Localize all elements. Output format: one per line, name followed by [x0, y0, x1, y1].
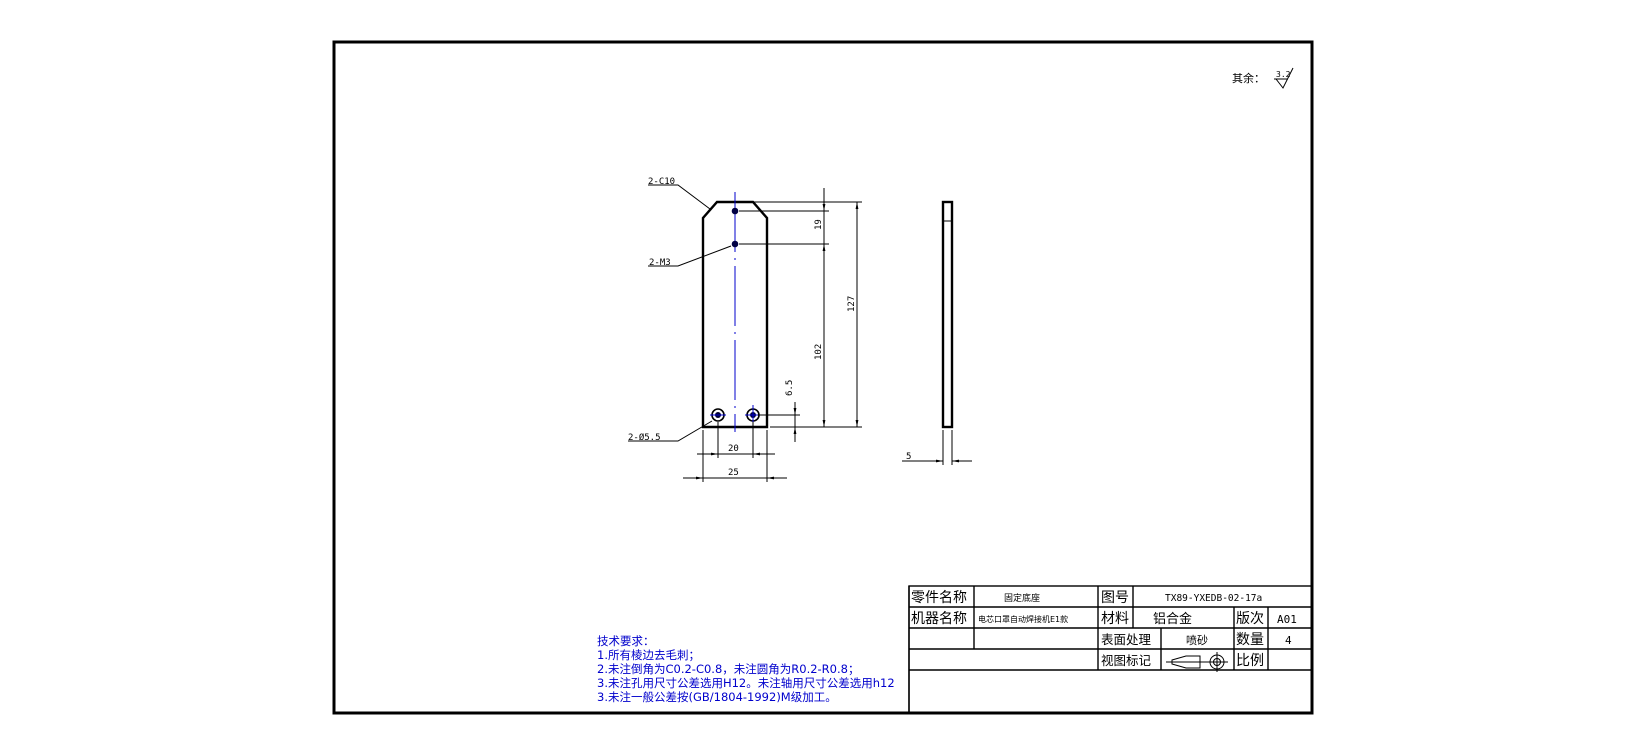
- part-name: 固定底座: [1004, 592, 1040, 604]
- roughness-label: 其余：: [1232, 71, 1265, 85]
- dim-19: 19: [814, 219, 824, 230]
- sheet-border: [332, 40, 1314, 715]
- label-chamfer: 2-C10: [648, 177, 675, 187]
- dim-5: 5: [906, 452, 911, 462]
- notes-title: 技术要求：: [597, 634, 655, 648]
- version-label: 版次: [1236, 611, 1264, 627]
- machine-name: 电芯口罩自动焊接机E1款: [978, 614, 1068, 624]
- roughness-note: 其余： 3.2: [1232, 67, 1294, 89]
- roughness-value: 3.2: [1276, 70, 1291, 79]
- dim-102: 102: [814, 344, 824, 360]
- surface-label: 表面处理: [1101, 632, 1152, 647]
- projection-symbol-icon: [1166, 652, 1228, 672]
- title-block: 零件名称 固定底座 图号 TX89-YXEDB-02-17a 机器名称 电芯口罩…: [908, 585, 1313, 714]
- dim-6-5: 6.5: [785, 380, 795, 396]
- note-item: 1.所有棱边去毛刺；: [597, 648, 700, 662]
- note-item: 3.未注孔用尺寸公差选用H12。未注轴用尺寸公差选用h12: [597, 676, 895, 690]
- machine-name-label: 机器名称: [911, 611, 967, 627]
- part-name-label: 零件名称: [911, 590, 967, 606]
- dim-127: 127: [847, 296, 857, 312]
- surface: 喷砂: [1186, 634, 1208, 647]
- note-item: 2.未注倒角为C0.2-C0.8，未注圆角为R0.2-R0.8；: [597, 662, 859, 676]
- side-view: 5: [902, 200, 972, 465]
- scale-label: 比例: [1236, 653, 1264, 669]
- dim-25: 25: [728, 468, 739, 478]
- technical-notes: 技术要求： 1.所有棱边去毛刺； 2.未注倒角为C0.2-C0.8，未注圆角为R…: [597, 634, 895, 704]
- material: 铝合金: [1153, 611, 1192, 627]
- view-label: 视图标记: [1101, 653, 1152, 668]
- roughness-symbol-icon: [1275, 67, 1294, 89]
- label-tapped-hole: 2-M3: [649, 258, 671, 268]
- note-item: 3.未注一般公差按(GB/1804-1992)M级加工。: [597, 690, 837, 704]
- side-outline: [941, 200, 954, 429]
- quantity-label: 数量: [1236, 632, 1264, 648]
- material-label: 材料: [1101, 611, 1129, 627]
- drawing-no: TX89-YXEDB-02-17a: [1165, 593, 1262, 604]
- label-through-hole: 2-Ø5.5: [628, 432, 661, 443]
- version: A01: [1277, 613, 1297, 626]
- tapped-hole-bottom: [731, 240, 739, 248]
- front-view: 2-C10 2-M3 2-Ø5.5 19 102 127 6.5: [628, 177, 862, 482]
- drawing-no-label: 图号: [1101, 590, 1129, 606]
- dim-20: 20: [728, 444, 739, 454]
- quantity: 4: [1285, 634, 1292, 647]
- tapped-hole-top: [731, 207, 739, 215]
